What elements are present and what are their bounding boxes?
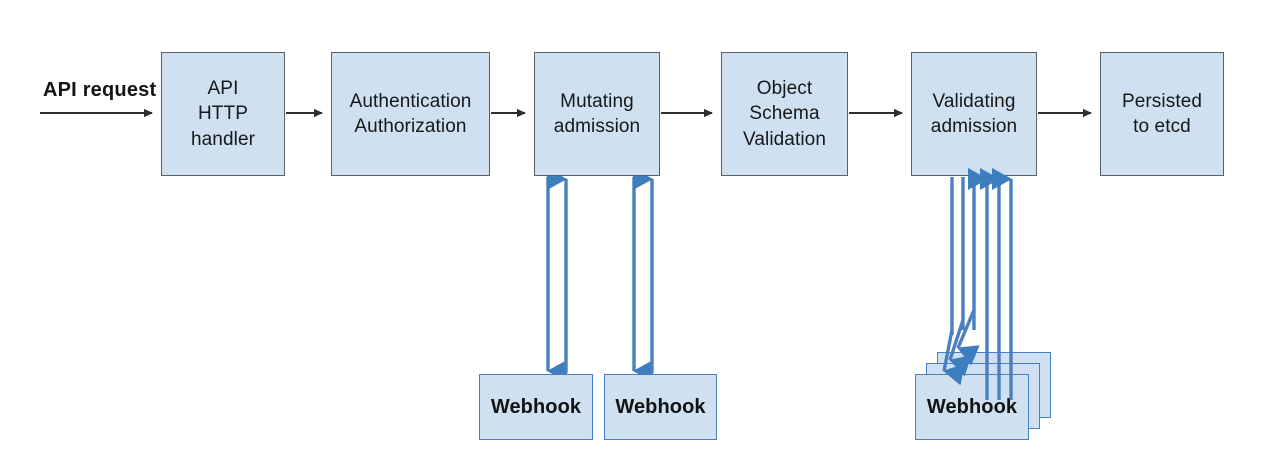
webhook-validating-front[interactable]: Webhook bbox=[915, 374, 1029, 440]
webhook-mutating-2[interactable]: Webhook bbox=[604, 374, 717, 440]
api-request-label: API request bbox=[43, 79, 157, 101]
node-validating-admission[interactable]: Validating admission bbox=[911, 52, 1037, 176]
node-api-http-handler[interactable]: API HTTP handler bbox=[161, 52, 285, 176]
node-authentication-authorization[interactable]: Authentication Authorization bbox=[331, 52, 490, 176]
validating-call-3-head bbox=[956, 309, 980, 366]
node-persisted-to-etcd[interactable]: Persisted to etcd bbox=[1100, 52, 1224, 176]
node-object-schema-validation[interactable]: Object Schema Validation bbox=[721, 52, 848, 176]
webhook-mutating-1[interactable]: Webhook bbox=[479, 374, 593, 440]
node-mutating-admission[interactable]: Mutating admission bbox=[534, 52, 660, 176]
